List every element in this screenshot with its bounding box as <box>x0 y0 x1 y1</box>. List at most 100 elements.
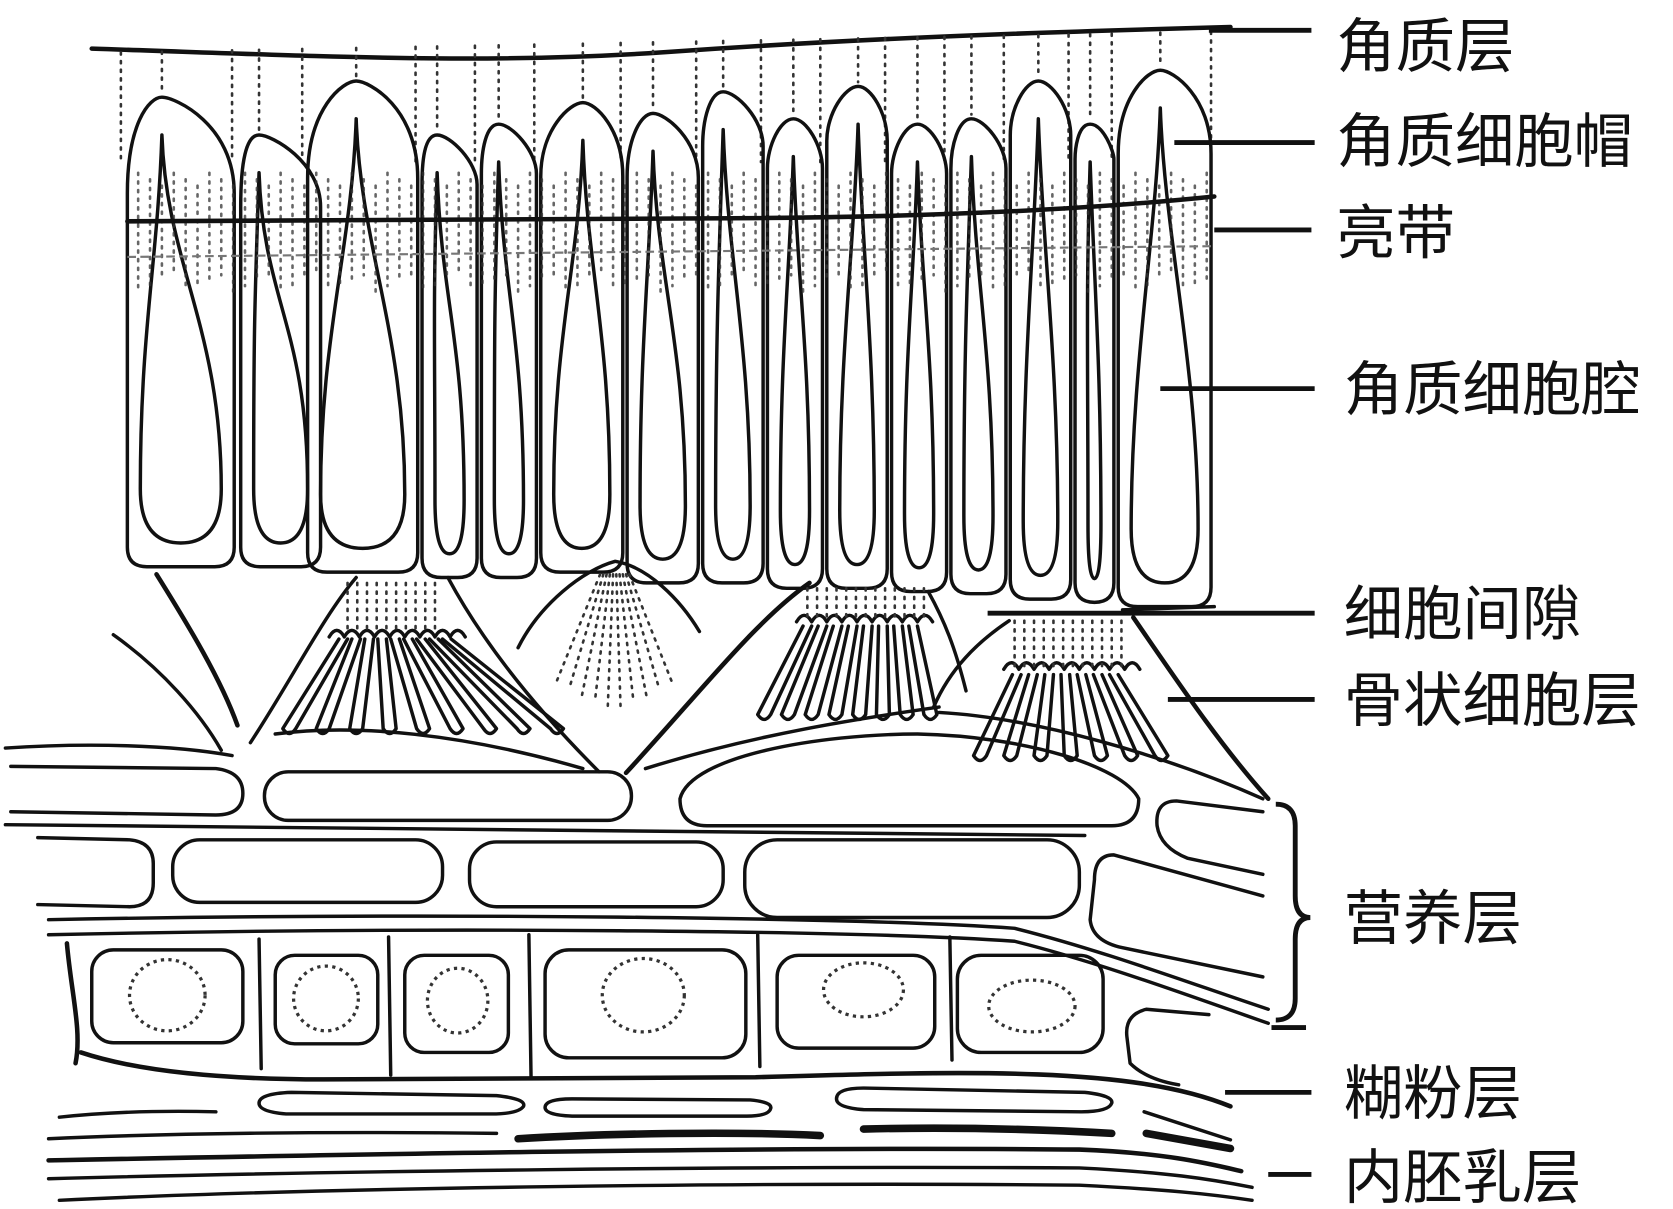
aleurone-layer <box>64 933 1233 1109</box>
palisade-cell <box>949 117 1008 596</box>
nutrient-layer-brace <box>1275 801 1311 1023</box>
nutrient-cell-2-3 <box>467 840 725 909</box>
palisade-cell <box>1008 79 1073 601</box>
hourglass-scallop <box>327 628 467 639</box>
palisade-cell <box>420 133 479 580</box>
hourglass-rib <box>414 637 499 736</box>
palisade-cell-lumen <box>251 171 310 545</box>
palisade-cell <box>625 111 701 585</box>
dotted-rib <box>580 572 608 698</box>
dotted-rib <box>624 572 661 692</box>
hourglass-rib <box>1059 672 1079 763</box>
palisade-cell-lumen <box>432 171 466 556</box>
palisade-cell-lumen <box>138 133 223 545</box>
hourglass-rib <box>427 637 532 736</box>
palisade-cell-lumen <box>551 138 612 551</box>
aleurone-nucleus-4 <box>600 956 686 1034</box>
cuticle-dotted-lines <box>119 30 1213 164</box>
leader-lines <box>987 27 1315 1177</box>
aleurone-cell-5 <box>775 953 937 1050</box>
labels: 角质层 角质细胞帽 亮带 角质细胞腔 细胞间隙 骨状细胞层 营养层 糊粉层 内胚… <box>1336 12 1640 1209</box>
hourglass-rib <box>440 637 566 736</box>
label-cuticle-cell-cap: 角质细胞帽 <box>1336 107 1633 176</box>
hourglass-rib <box>850 624 874 722</box>
dotted-rib <box>554 572 602 685</box>
osteosclereid-layer <box>111 559 1271 802</box>
hourglass-cell-b-dome <box>516 559 702 650</box>
palisade-cell-lumen <box>318 117 407 551</box>
nutrient-cell-2-4 <box>743 838 1082 920</box>
palisade-cell <box>1116 68 1213 609</box>
label-aleurone-layer: 糊粉层 <box>1344 1059 1522 1128</box>
hourglass-rib <box>388 637 432 736</box>
hourglass-rib <box>779 624 829 722</box>
left-wall-line <box>154 572 240 728</box>
nutrient-bottom-line-1 <box>46 914 1270 1011</box>
endosperm-line-8 <box>57 1182 1254 1203</box>
nutrient-cell-1-1 <box>9 764 245 817</box>
dotted-rib <box>567 572 605 692</box>
palisade-cell-lumen <box>1021 117 1060 578</box>
aleurone-nucleus-5 <box>821 961 906 1019</box>
aleurone-cell-4 <box>543 948 748 1060</box>
hourglass-rib <box>874 624 892 722</box>
palisade-cells <box>125 68 1213 609</box>
hourglass-cell-c-base <box>643 705 941 771</box>
left-curve-line <box>111 632 223 752</box>
endosperm-line-1 <box>57 1109 218 1119</box>
hourglass-rib <box>281 637 350 736</box>
hourglass-cell-a-left <box>248 575 358 745</box>
palisade-cell <box>700 90 765 585</box>
label-osteosclereid-layer: 骨状细胞层 <box>1344 666 1641 735</box>
aleurone-cell-2 <box>273 953 380 1046</box>
palisade-cell-lumen <box>492 160 526 556</box>
cuticle-line <box>89 24 1233 61</box>
palisade-cell-lumen <box>962 154 995 572</box>
aleurone-wall-5 <box>755 933 762 1069</box>
hourglass-rib <box>827 624 859 722</box>
endosperm-cell-2 <box>543 1097 773 1118</box>
hourglass-rib <box>314 637 363 736</box>
label-cuticle: 角质层 <box>1336 12 1514 81</box>
endosperm-layer <box>46 1086 1254 1203</box>
nutrient-layer <box>3 732 1270 1026</box>
endosperm-line-6 <box>46 1146 1244 1174</box>
hourglass-ribs <box>281 581 1170 763</box>
palisade-cell-lumen <box>638 149 688 561</box>
aleurone-bottom-line <box>78 1050 1233 1109</box>
palisade-cell <box>825 84 889 591</box>
intercellular-space-wall <box>1120 604 1217 612</box>
palisade-cell-lumen <box>778 154 812 567</box>
aleurone-nucleus-6 <box>987 978 1077 1034</box>
nutrient-cell-1-2 <box>262 770 634 823</box>
label-intercellular-space: 细胞间隙 <box>1344 580 1581 649</box>
label-light-line: 亮带 <box>1336 199 1455 268</box>
hourglass-rib <box>1091 672 1140 763</box>
aleurone-nucleus-2 <box>291 964 360 1033</box>
hourglass-cell-c-left <box>623 580 812 776</box>
hourglass-rib <box>971 672 1023 763</box>
label-cuticle-cell-lumen: 角质细胞腔 <box>1344 355 1641 424</box>
endosperm-cell-1 <box>257 1090 526 1116</box>
hourglass-rib <box>347 637 376 736</box>
aleurone-wall-3 <box>386 935 393 1077</box>
aleurone-cell-1 <box>90 948 245 1045</box>
palisade-cell <box>765 117 825 591</box>
hourglass-cell-b-dotted-ribs <box>554 572 674 711</box>
palisade-cell-lumen <box>1085 160 1103 581</box>
palisade-cell <box>125 95 236 569</box>
aleurone-cell-7 <box>1124 1007 1211 1087</box>
light-line <box>125 194 1217 224</box>
aleurone-nucleus-3 <box>425 966 490 1035</box>
dotted-rib <box>606 572 615 711</box>
nutrient-bottom-line-2 <box>46 928 1270 1026</box>
hourglass-rib <box>755 624 814 722</box>
aleurone-wall-6 <box>948 935 954 1062</box>
palisade-cell <box>539 100 625 574</box>
endosperm-cell-3 <box>834 1086 1114 1114</box>
aleurone-nucleus-1 <box>127 957 207 1033</box>
hourglass-rib <box>1032 672 1056 763</box>
endosperm-cell-4 <box>1142 1110 1233 1142</box>
dotted-rib <box>627 572 674 685</box>
nutrient-top-left-line <box>3 743 234 758</box>
